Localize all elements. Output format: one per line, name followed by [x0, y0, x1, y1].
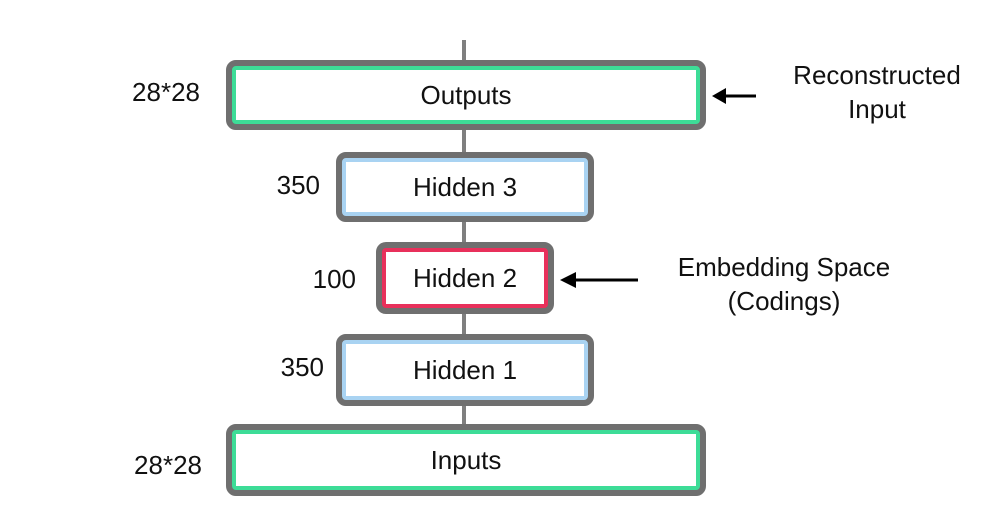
- outputs-layer: Outputs: [226, 60, 706, 130]
- hidden-1-size-label: 350: [280, 352, 324, 382]
- hidden-2-layer-label: Hidden 2: [382, 248, 548, 308]
- hidden-3-size-label: 350: [276, 170, 320, 200]
- connector-line: [462, 40, 466, 62]
- reconstructed-line-1: Reconstructed: [793, 60, 961, 90]
- hidden-1-layer-label: Hidden 1: [342, 340, 588, 400]
- embedding-line-1: Embedding Space: [677, 252, 891, 282]
- left-arrow-icon: [712, 88, 756, 104]
- inputs-layer: Inputs: [226, 424, 706, 496]
- outputs-size-label: 28*28: [132, 77, 200, 107]
- reconstructed-input-annotation: Reconstructed Input: [772, 58, 982, 126]
- inputs-size-label: 28*28: [134, 450, 202, 480]
- reconstructed-line-2: Input: [848, 94, 906, 124]
- left-arrow-icon: [560, 272, 638, 288]
- hidden-3-layer-label: Hidden 3: [342, 158, 588, 216]
- embedding-space-annotation: Embedding Space (Codings): [654, 250, 914, 318]
- hidden-3-layer: Hidden 3: [336, 152, 594, 222]
- connector-line: [462, 312, 466, 336]
- embedding-line-2: (Codings): [727, 286, 841, 316]
- connector-line: [462, 128, 466, 154]
- connector-line: [462, 404, 466, 428]
- hidden-2-layer: Hidden 2: [376, 242, 554, 314]
- outputs-layer-label: Outputs: [232, 66, 700, 124]
- inputs-layer-label: Inputs: [232, 430, 700, 490]
- hidden-2-size-label: 100: [312, 264, 356, 294]
- connector-line: [462, 222, 466, 244]
- hidden-1-layer: Hidden 1: [336, 334, 594, 406]
